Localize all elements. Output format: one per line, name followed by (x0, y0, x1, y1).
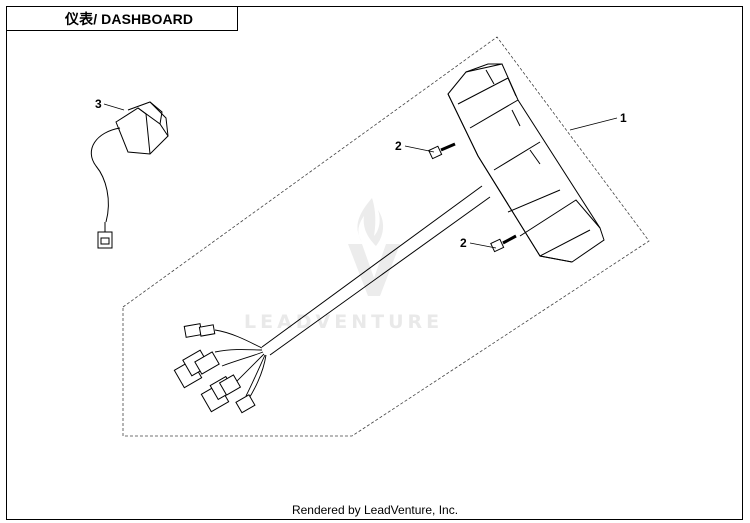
watermark-v-icon (348, 244, 400, 296)
connector-large-left (173, 349, 220, 389)
watermark: LEADVENTURE (244, 198, 443, 333)
harness-connectors (173, 323, 256, 414)
speed-sensor (90, 101, 169, 249)
drawing-frame (6, 6, 743, 520)
title-box (6, 6, 238, 31)
assembly-boundary (122, 36, 650, 437)
screw-upper (428, 142, 456, 160)
callout-2-upper: 2 (395, 139, 402, 153)
wiring-harness (214, 185, 491, 401)
connector-large-center (200, 374, 242, 413)
watermark-text: LEADVENTURE (244, 311, 443, 333)
callout-1: 1 (620, 111, 627, 125)
watermark-flame-icon (357, 198, 384, 246)
instrument-cluster (447, 63, 605, 263)
page-title: 仪表/ DASHBOARD (65, 11, 194, 27)
callout-3: 3 (95, 97, 102, 111)
connector-small-bottom (235, 394, 256, 414)
connector-small-top (183, 323, 216, 338)
callout-2-lower: 2 (460, 236, 467, 250)
leader-lines (103, 103, 618, 249)
footer-credit: Rendered by LeadVenture, Inc. (291, 503, 459, 517)
screw-lower (490, 234, 517, 253)
